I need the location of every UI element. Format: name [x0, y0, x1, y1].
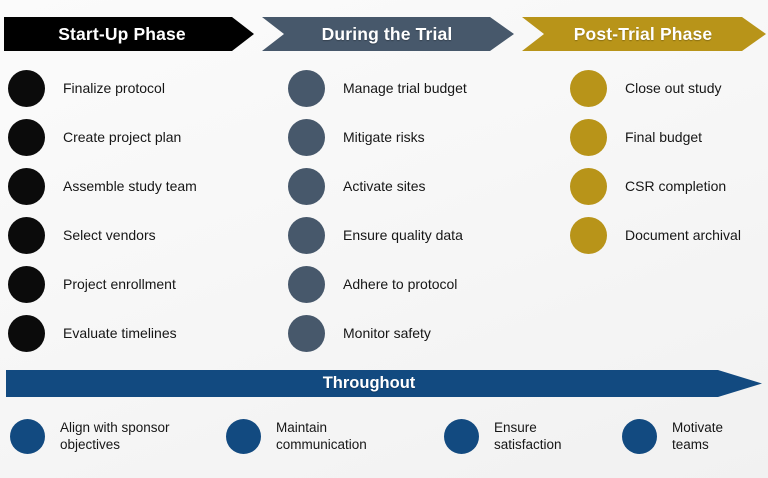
task-label: Document archival [625, 227, 741, 244]
task-column-during-trial: Manage trial budget Mitigate risks Activ… [288, 64, 538, 358]
task-item[interactable]: Adhere to protocol [288, 260, 538, 309]
task-item[interactable]: CSR completion [570, 162, 766, 211]
bullet-dot-icon [8, 266, 45, 303]
task-label: Final budget [625, 129, 703, 146]
throughout-item-label: Motivate teams [672, 419, 724, 452]
bullet-dot-icon [570, 217, 607, 254]
bullet-dot-icon [288, 266, 325, 303]
throughout-item[interactable]: Align with sponsor objectives [10, 419, 170, 454]
bullet-dot-icon [8, 168, 45, 205]
task-item[interactable]: Assemble study team [8, 162, 258, 211]
bullet-dot-icon [570, 119, 607, 156]
throughout-items-row: Align with sponsor objectives Maintain c… [0, 419, 768, 475]
task-item[interactable]: Activate sites [288, 162, 538, 211]
task-label: Assemble study team [63, 178, 197, 195]
task-label: CSR completion [625, 178, 727, 195]
bullet-dot-icon [288, 217, 325, 254]
phase-chevron-post-trial[interactable]: Post-Trial Phase [522, 17, 766, 51]
task-label: Mitigate risks [343, 129, 425, 146]
throughout-item[interactable]: Motivate teams [622, 419, 723, 454]
task-item[interactable]: Evaluate timelines [8, 309, 258, 358]
task-item[interactable]: Monitor safety [288, 309, 538, 358]
task-label: Close out study [625, 80, 722, 97]
bullet-dot-icon [288, 70, 325, 107]
task-column-start-up: Finalize protocol Create project plan As… [8, 64, 258, 358]
task-item[interactable]: Create project plan [8, 113, 258, 162]
bullet-dot-icon [8, 217, 45, 254]
task-label: Adhere to protocol [343, 276, 458, 293]
task-label: Manage trial budget [343, 80, 467, 97]
throughout-item-label: Maintain communication [276, 419, 367, 452]
phase-chevron-during-trial[interactable]: During the Trial [262, 17, 514, 51]
phase-chevron-start-up[interactable]: Start-Up Phase [4, 17, 254, 51]
task-label: Activate sites [343, 178, 426, 195]
task-label: Select vendors [63, 227, 156, 244]
bullet-dot-icon [8, 315, 45, 352]
task-label: Project enrollment [63, 276, 176, 293]
task-item[interactable]: Document archival [570, 211, 766, 260]
bullet-dot-icon [226, 419, 261, 454]
phase-title-post-trial: Post-Trial Phase [573, 23, 713, 44]
task-item[interactable]: Select vendors [8, 211, 258, 260]
bullet-dot-icon [444, 419, 479, 454]
task-item[interactable]: Finalize protocol [8, 64, 258, 113]
throughout-item[interactable]: Maintain communication [226, 419, 367, 454]
task-label: Ensure quality data [343, 227, 463, 244]
task-item[interactable]: Manage trial budget [288, 64, 538, 113]
task-label: Evaluate timelines [63, 325, 177, 342]
throughout-banner[interactable]: Throughout [6, 370, 762, 397]
throughout-item-label: Align with sponsor objectives [60, 419, 170, 452]
task-label: Finalize protocol [63, 80, 165, 97]
throughout-title: Throughout [322, 374, 416, 392]
task-item[interactable]: Ensure quality data [288, 211, 538, 260]
bullet-dot-icon [8, 70, 45, 107]
bullet-dot-icon [570, 168, 607, 205]
bullet-dot-icon [570, 70, 607, 107]
phase-title-during-trial: During the Trial [321, 23, 453, 44]
task-item[interactable]: Project enrollment [8, 260, 258, 309]
task-item[interactable]: Final budget [570, 113, 766, 162]
task-label: Create project plan [63, 129, 182, 146]
task-label: Monitor safety [343, 325, 431, 342]
phase-task-columns: Finalize protocol Create project plan As… [0, 64, 768, 354]
bullet-dot-icon [10, 419, 45, 454]
phase-title-start-up: Start-Up Phase [58, 23, 186, 44]
bullet-dot-icon [288, 315, 325, 352]
task-column-post-trial: Close out study Final budget CSR complet… [570, 64, 766, 260]
phase-header-band: Start-Up Phase During the Trial Post-Tri… [0, 17, 768, 51]
bullet-dot-icon [8, 119, 45, 156]
throughout-item-label: Ensure satisfaction [494, 419, 562, 452]
bullet-dot-icon [288, 119, 325, 156]
throughout-item[interactable]: Ensure satisfaction [444, 419, 562, 454]
task-item[interactable]: Mitigate risks [288, 113, 538, 162]
bullet-dot-icon [622, 419, 657, 454]
bullet-dot-icon [288, 168, 325, 205]
task-item[interactable]: Close out study [570, 64, 766, 113]
